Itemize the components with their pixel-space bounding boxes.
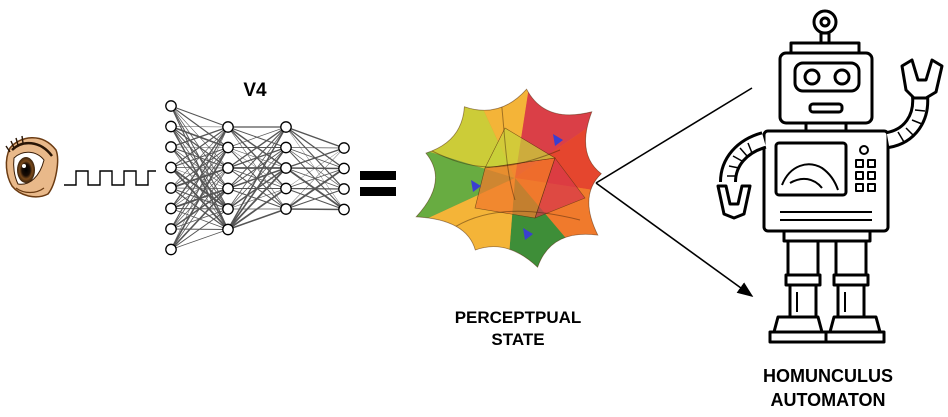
network-edge: [285, 126, 345, 149]
network-edge: [285, 147, 345, 210]
network-edge: [285, 147, 345, 149]
network-edges: [170, 105, 345, 251]
network-edge: [227, 187, 287, 231]
perceptual-state-label-line2: STATE: [491, 330, 544, 349]
network-edge: [227, 126, 287, 148]
network-edge: [227, 126, 287, 210]
network-node: [338, 203, 350, 216]
network-edge: [227, 126, 287, 230]
network-node: [165, 243, 177, 256]
network-edge: [285, 208, 345, 211]
network-node: [165, 223, 177, 235]
network-node: [222, 223, 234, 236]
network-edge: [170, 126, 229, 209]
network-node: [280, 141, 292, 154]
network-edge: [170, 147, 229, 250]
network-edge: [227, 126, 287, 189]
network-edge: [285, 188, 345, 210]
network-node: [338, 142, 350, 154]
network-edge: [285, 147, 345, 189]
network-node: [165, 202, 177, 215]
network-edge: [170, 126, 229, 189]
network-node: [165, 161, 177, 174]
network-node: [165, 182, 177, 194]
network-node: [222, 121, 234, 133]
equals-sign: [360, 171, 396, 196]
network-node: [280, 162, 292, 174]
spike-train-signal: [64, 170, 156, 186]
network-edge: [170, 208, 229, 250]
lower-arrow: [595, 182, 754, 297]
network-edge: [285, 167, 345, 210]
network-node: [222, 162, 234, 174]
upper-connector-line: [595, 87, 753, 184]
network-node: [165, 141, 177, 153]
network-title: V4: [243, 80, 267, 101]
network-node: [280, 121, 292, 133]
network-edge: [170, 229, 229, 250]
network-edge: [227, 147, 287, 230]
network-edge: [170, 105, 229, 128]
network-node: [165, 100, 177, 112]
network-node: [222, 182, 234, 195]
network-edge: [227, 167, 287, 231]
robot-label-line2: AUTOMATON: [771, 390, 886, 410]
robot-icon: [716, 9, 944, 344]
network-edge: [170, 126, 229, 168]
network-node: [280, 203, 292, 215]
network-node: [222, 141, 234, 154]
network-nodes: [165, 100, 350, 256]
network-edge: [170, 126, 229, 230]
network-edge: [170, 167, 229, 250]
perceptual-state-shape: [415, 88, 602, 268]
network-edge: [227, 126, 287, 169]
network-node: [338, 183, 350, 195]
network-node: [222, 203, 234, 215]
network-edge: [227, 208, 287, 231]
perceptual-state-label-line1: PERCEPTPUAL: [455, 308, 582, 327]
eye-icon: [5, 135, 59, 198]
network-edge: [170, 126, 229, 250]
robot-label-line1: HOMUNCULUS: [763, 366, 893, 386]
network-node: [338, 162, 350, 175]
network-node: [165, 120, 177, 133]
network-edge: [285, 147, 345, 169]
network-edge: [170, 187, 229, 251]
network-node: [280, 182, 292, 195]
network-edge: [170, 126, 229, 128]
network-edge: [170, 126, 229, 148]
